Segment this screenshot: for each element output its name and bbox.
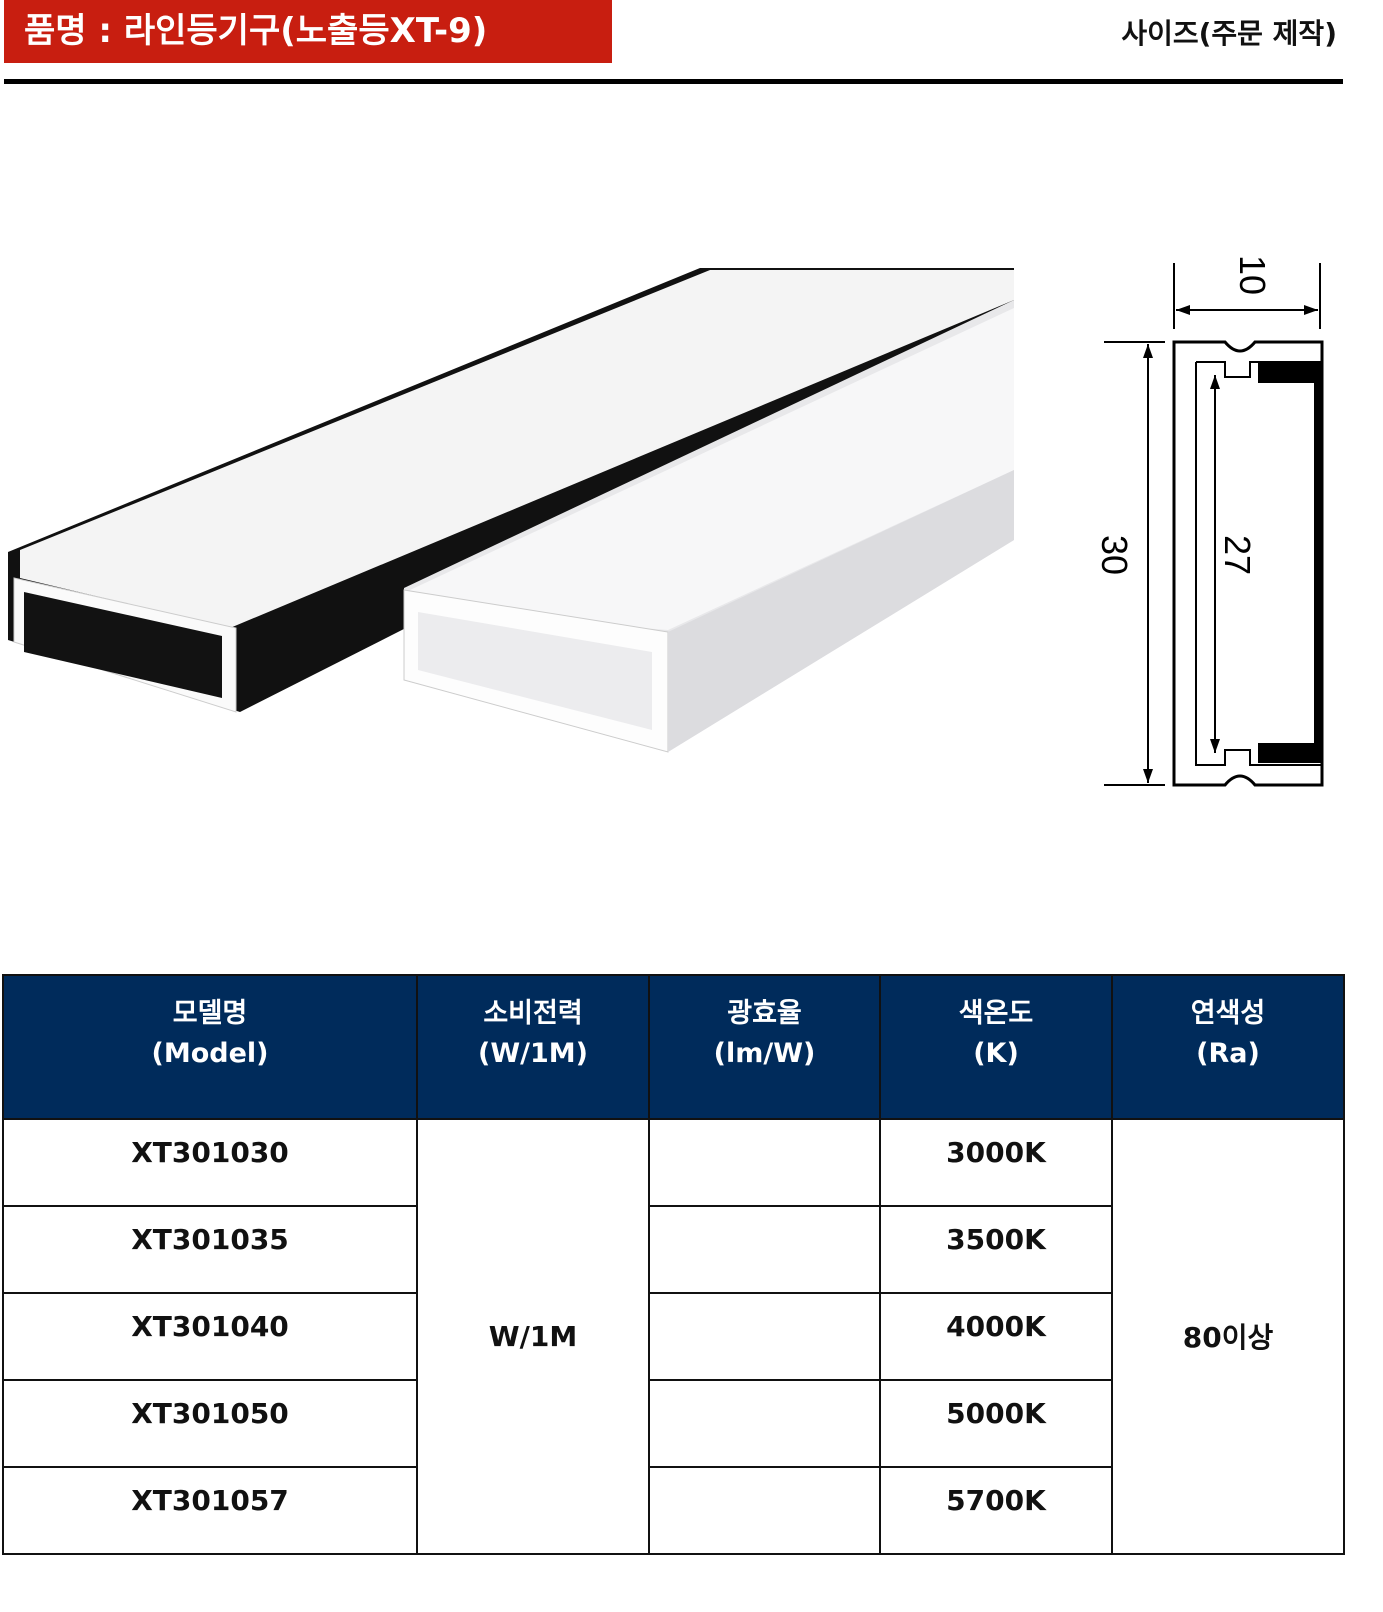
cct-cell: 5700K <box>879 1466 1113 1555</box>
col-sub: (Model) <box>151 1038 269 1069</box>
col-label: 연색성 <box>1190 998 1266 1029</box>
table-row: XT301057 5700K <box>2 1466 1344 1555</box>
col-sub: (lm/W) <box>713 1038 816 1069</box>
cct-cell: 5000K <box>879 1379 1113 1468</box>
col-header-efficacy: 광효율 (lm/W) <box>648 974 881 1120</box>
cross-section-drawing: 10 30 27 <box>1094 255 1324 787</box>
col-label: 광효율 <box>727 998 802 1029</box>
col-header-power: 소비전력 (W/1M) <box>416 974 650 1120</box>
table-row: XT301040 4000K <box>2 1292 1344 1381</box>
col-label: 소비전력 <box>483 998 583 1029</box>
efficacy-cell <box>648 1379 881 1468</box>
cct-cell: 4000K <box>879 1292 1113 1381</box>
model-cell: XT301035 <box>2 1205 418 1294</box>
col-sub: (Ra) <box>1196 1038 1260 1069</box>
model-cell: XT301040 <box>2 1292 418 1381</box>
efficacy-cell <box>648 1205 881 1294</box>
dim-inner: 27 <box>1217 535 1258 575</box>
spec-table: 모델명 (Model) 소비전력 (W/1M) 광효율 (lm/W) 색온도 (K) 연… <box>2 974 1345 1555</box>
table-row: XT301030 W/1M 3000K 80이상 <box>2 1118 1345 1555</box>
col-sub: (K) <box>973 1038 1019 1069</box>
efficacy-cell <box>648 1118 881 1207</box>
dim-height: 30 <box>1094 535 1135 575</box>
cri-cell: 80이상 <box>1111 1118 1345 1555</box>
product-title: 품명 : 라인등기구(노출등XT-9) <box>4 0 612 63</box>
dim-width: 10 <box>1232 255 1273 295</box>
cct-cell: 3500K <box>879 1205 1113 1294</box>
cct-cell: 3000K <box>879 1118 1113 1207</box>
col-header-cct: 색온도 (K) <box>879 974 1113 1120</box>
efficacy-cell <box>648 1292 881 1381</box>
table-header-row: 모델명 (Model) 소비전력 (W/1M) 광효율 (lm/W) 색온도 (K) 연… <box>2 974 1345 1120</box>
divider <box>4 79 1343 84</box>
model-cell: XT301030 <box>2 1118 418 1207</box>
product-photo <box>8 268 1014 753</box>
col-header-model: 모델명 (Model) <box>2 974 418 1120</box>
col-header-cri: 연색성 (Ra) <box>1111 974 1345 1120</box>
power-cell: W/1M <box>416 1118 650 1555</box>
size-note: 사이즈(주문 제작) <box>1121 17 1337 50</box>
col-label: 색온도 <box>958 998 1034 1029</box>
table-row: XT301035 3500K <box>2 1205 1344 1294</box>
model-cell: XT301057 <box>2 1466 418 1555</box>
col-label: 모델명 <box>172 998 248 1029</box>
model-cell: XT301050 <box>2 1379 418 1468</box>
table-row: XT301050 5000K <box>2 1379 1344 1468</box>
efficacy-cell <box>648 1466 881 1555</box>
col-sub: (W/1M) <box>478 1038 588 1069</box>
